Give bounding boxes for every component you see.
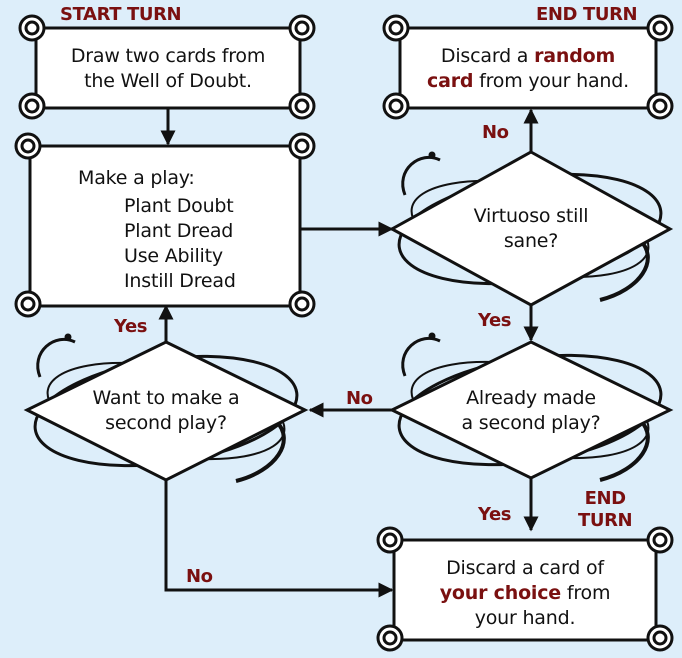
already-second-text: Already made a second play?: [431, 386, 631, 436]
play-option-plant-dread: Plant Dread: [124, 220, 234, 242]
discard-random-text: Discard a random card from your hand.: [400, 44, 656, 94]
want-second-line2: second play?: [105, 412, 227, 434]
make-play-title: Make a play:: [78, 167, 195, 189]
play-option-plant-doubt: Plant Doubt: [124, 195, 234, 217]
discard-choice-line2: your choice from: [394, 581, 656, 606]
diamond-virtuoso-sane: [388, 150, 674, 307]
already-second-line2: a second play?: [461, 412, 601, 434]
edge-label-second-yes: Yes: [114, 316, 148, 337]
end-turn-label-bottom: END TURN: [578, 488, 633, 532]
discard-choice-post: from: [561, 582, 611, 604]
box-discard-random: [398, 26, 658, 110]
diamond-want-second: [23, 340, 309, 482]
play-option-instill-dread: Instill Dread: [124, 270, 236, 292]
edge-label-virtuoso-yes: Yes: [478, 310, 512, 331]
edge-second-no: [164, 480, 394, 598]
edge-label-virtuoso-no: No: [482, 122, 509, 143]
virtuoso-sane-line2: sane?: [503, 230, 559, 252]
start-turn-label: START TURN: [60, 4, 182, 25]
discard-choice-highlight: your choice: [439, 582, 561, 604]
edge-label-already-yes: Yes: [478, 504, 512, 525]
box-discard-choice: [392, 538, 658, 642]
make-play-options: Plant Doubt Plant Dread Use Ability Inst…: [124, 194, 236, 294]
corner-ornaments: [14, 14, 674, 652]
want-second-line1: Want to make a: [92, 387, 240, 409]
box-draw-cards: [34, 26, 302, 110]
discard-choice-line3: your hand.: [474, 607, 576, 629]
end-turn-label-bottom-line1: END: [584, 488, 627, 509]
virtuoso-sane-text: Virtuoso still sane?: [431, 204, 631, 254]
box-make-play: [28, 144, 302, 308]
edge-label-already-no: No: [346, 388, 373, 409]
want-second-text: Want to make a second play?: [66, 386, 266, 436]
end-turn-label-bottom-line2: TURN: [578, 510, 633, 531]
virtuoso-sane-line1: Virtuoso still: [473, 205, 589, 227]
draw-cards-line1: Draw two cards from: [70, 45, 266, 67]
discard-random-line1: Discard a random: [400, 44, 656, 69]
diamond-already-second: [388, 340, 674, 480]
edge-label-second-no: No: [186, 566, 213, 587]
draw-cards-line2: the Well of Doubt.: [84, 70, 252, 92]
play-option-use-ability: Use Ability: [124, 245, 223, 267]
draw-cards-text: Draw two cards from the Well of Doubt.: [36, 44, 300, 94]
discard-choice-text: Discard a card of your choice from your …: [394, 556, 656, 631]
discard-choice-line1: Discard a card of: [446, 557, 604, 579]
discard-random-highlight1: random: [534, 45, 616, 67]
discard-random-highlight2: card: [427, 70, 474, 92]
discard-random-post: from your hand.: [473, 70, 629, 92]
discard-random-line2: card from your hand.: [400, 69, 656, 94]
already-second-line1: Already made: [466, 387, 596, 409]
end-turn-label-top: END TURN: [536, 4, 638, 25]
discard-random-pre: Discard a: [440, 45, 535, 67]
